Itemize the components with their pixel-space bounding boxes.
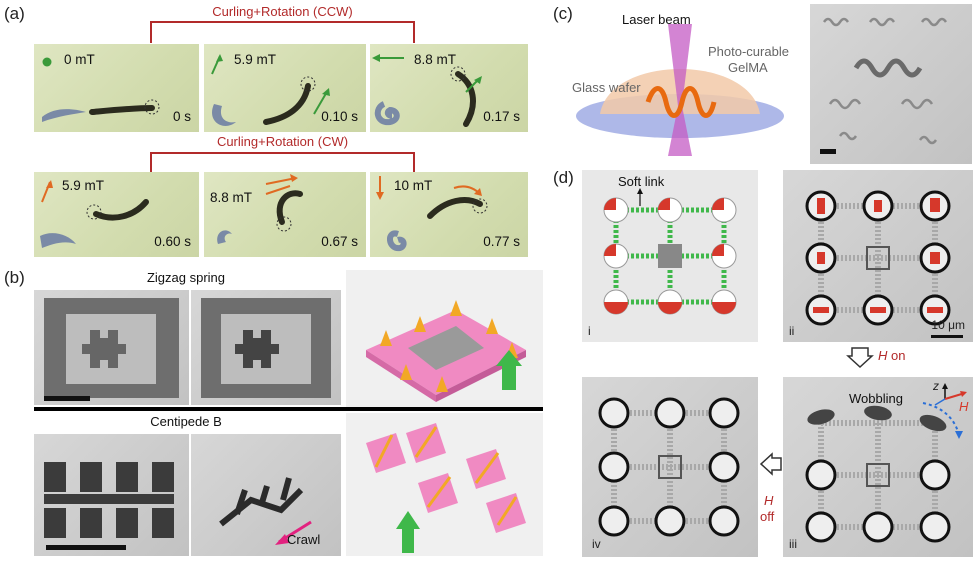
magnet-grid-micrograph [805, 402, 963, 543]
centipede-structure [44, 462, 174, 538]
cw-title: Curling+Rotation (CW) [216, 134, 349, 149]
glass-wafer-label: Glass wafer [572, 80, 641, 95]
panel-b-divider [34, 407, 543, 411]
axis-triad-icon [934, 383, 967, 406]
field-arrow [376, 176, 488, 252]
subpanel-iii-label: iii [789, 537, 797, 551]
panel-b-label: (b) [4, 268, 25, 287]
magnet-array-render [366, 300, 526, 402]
h-symbol: H [878, 348, 888, 363]
time-stamp: 0.17 s [483, 109, 520, 124]
on-text: on [887, 348, 906, 363]
zigzag-structure [201, 298, 331, 398]
scale-label: 10 μm [931, 318, 965, 332]
field-strength: 8.8 mT [414, 52, 457, 67]
panel-c-label: (c) [553, 4, 573, 23]
zigzag-structure [44, 298, 179, 398]
zigzag-title: Zigzag spring [146, 270, 226, 285]
soft-link-label: Soft link [618, 174, 665, 189]
micrograph-iii: Wobbling z H iii [783, 377, 973, 557]
centipede-photo-1 [34, 434, 189, 556]
time-stamp: 0.10 s [321, 109, 358, 124]
micrograph-iv: iv [582, 377, 758, 557]
helix-array [822, 17, 948, 145]
field-strength: 5.9 mT [234, 52, 277, 67]
cw-frame-1: 5.9 mT 0.60 s [34, 172, 199, 257]
centipede-magnet-render [366, 423, 526, 553]
panel-d-label: (d) [553, 168, 574, 187]
subpanel-i-label: i [588, 324, 591, 338]
magnet-grid-schematic [603, 188, 737, 315]
left-arrow-icon [759, 452, 782, 476]
h-on-label: H on [878, 348, 905, 363]
gelma-label-line1: Photo-curable [708, 44, 789, 59]
field-arrow [217, 174, 303, 244]
h-off-symbol: H [764, 493, 774, 508]
magnet-grid-micrograph [598, 397, 740, 537]
ccw-title: Curling+Rotation (CCW) [212, 4, 353, 19]
h-off-text: off [760, 509, 775, 524]
centipede-render [346, 413, 543, 556]
laser-beam-label: Laser beam [622, 12, 691, 27]
centipede-crawling [219, 477, 312, 545]
crawl-label: Crawl [287, 532, 321, 547]
ccw-frame-1: 0 mT 0 s [34, 44, 199, 132]
scale-bar [46, 545, 126, 550]
axis-h-label: H [959, 399, 969, 414]
field-strength: 8.8 mT [210, 190, 253, 205]
down-arrow-icon [846, 347, 874, 369]
time-stamp: 0.60 s [154, 234, 191, 249]
subpanel-ii-label: ii [789, 324, 795, 338]
time-stamp: 0 s [172, 109, 191, 124]
centipede-photo-2: Crawl [191, 434, 341, 556]
field-arrow [211, 54, 330, 126]
micrograph-ii: 10 μm ii [783, 170, 973, 342]
cw-frame-2: 8.8 mT 0.67 s [204, 172, 366, 257]
zigzag-render [346, 270, 543, 407]
field-arrow [372, 54, 482, 127]
gelma-label-line2: GelMA [728, 60, 768, 75]
scale-bar [820, 149, 836, 154]
laser-fabrication-schematic [576, 24, 784, 156]
panel-a-label: (a) [4, 4, 25, 23]
time-stamp: 0.67 s [321, 234, 358, 249]
soft-link-schematic: Soft link i [582, 170, 758, 342]
field-strength: 0 mT [64, 52, 95, 67]
ccw-frame-2: 5.9 mT 0.10 s [204, 44, 366, 132]
ccw-frame-3: 8.8 mT 0.17 s [370, 44, 528, 132]
robot-silhouette [42, 99, 160, 122]
helix-array-micrograph [810, 4, 972, 164]
time-stamp: 0.77 s [483, 234, 520, 249]
field-strength: 5.9 mT [62, 178, 105, 193]
wobbling-label: Wobbling [849, 391, 903, 406]
magnet-off-dot [42, 57, 52, 67]
scale-bar [44, 396, 90, 401]
scale-bar [931, 335, 963, 338]
magnet-grid-micrograph [805, 190, 951, 326]
zigzag-photo-1 [34, 290, 189, 405]
field-arrow [40, 180, 149, 248]
cw-frame-3: 10 mT 0.77 s [370, 172, 528, 257]
axis-z-label: z [933, 379, 939, 393]
field-strength: 10 mT [394, 178, 433, 193]
zigzag-photo-2 [191, 290, 341, 405]
subpanel-iv-label: iv [592, 537, 601, 551]
centipede-title: Centipede B [150, 414, 222, 429]
